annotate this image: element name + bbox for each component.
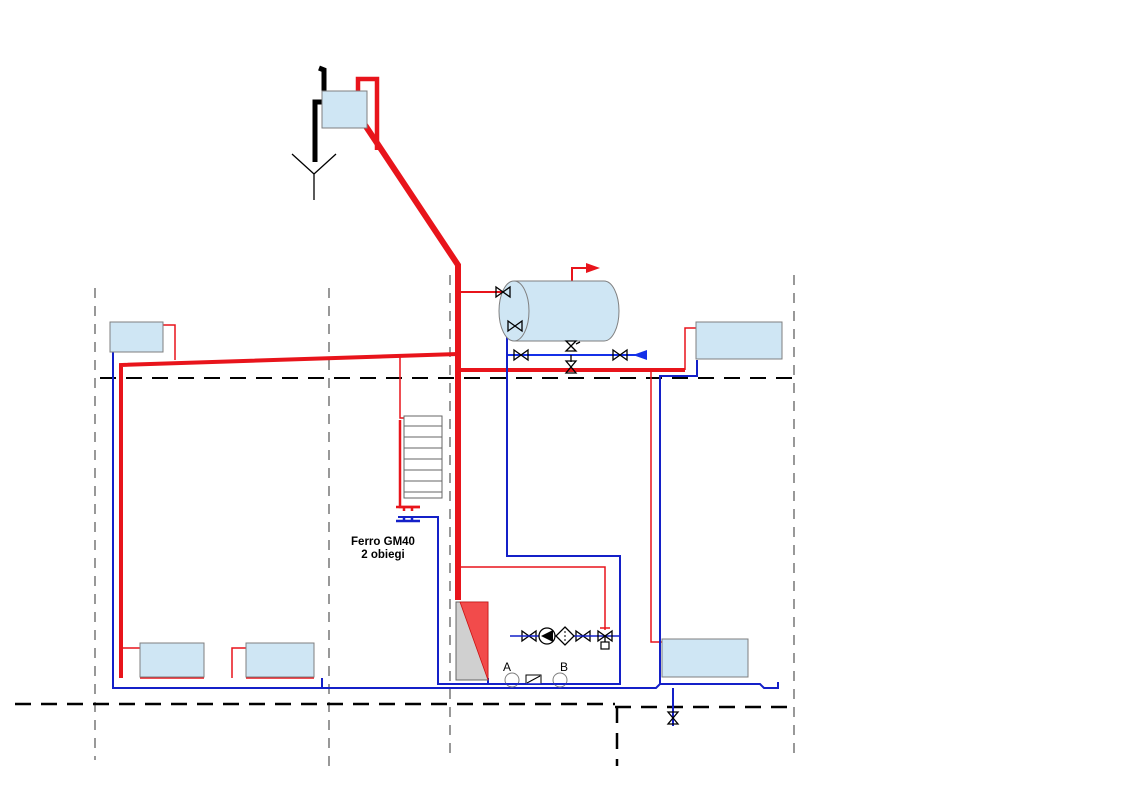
radiator-bottom-mid-feed	[231, 647, 246, 678]
radiator-bottom-middle	[245, 642, 315, 678]
gate-valve-icon	[575, 629, 591, 643]
radiator-top-left-feed	[163, 324, 176, 360]
hot-water-outlet	[571, 267, 588, 282]
radiator-top-left	[109, 321, 164, 353]
gate-valve-icon	[564, 360, 578, 374]
expansion-tank	[321, 90, 368, 129]
towel-rail-feed	[399, 356, 404, 419]
upper-floor-distribution	[119, 352, 459, 678]
supply-pipes	[119, 76, 696, 679]
three-way-valve-icon	[597, 629, 613, 643]
roof-equipment	[291, 65, 337, 200]
boiler-flame	[459, 601, 489, 681]
gate-valve-icon	[513, 348, 529, 362]
expansion-vent-pipe	[355, 76, 380, 150]
mixing-valve-feed	[458, 566, 606, 630]
radiator-bottom-right-feed	[650, 370, 662, 643]
towel-rail-radiator	[396, 415, 443, 523]
radiator-bottom-left	[139, 642, 205, 678]
boiler-name-label: Ferro GM40	[351, 536, 415, 548]
hot-water-cylinder	[498, 280, 620, 342]
towel-rail-return	[398, 320, 621, 685]
cold-water-arrow	[633, 350, 647, 360]
radiator-bottom-right	[661, 638, 749, 678]
radiator-top-right	[695, 321, 783, 360]
building-guides	[15, 275, 798, 766]
return-sensors	[504, 672, 568, 688]
return-pipes	[112, 320, 779, 726]
radiators	[109, 90, 783, 678]
return-pipe-right-radiator	[659, 360, 698, 684]
main-riser-pipe	[362, 123, 461, 600]
boiler	[455, 601, 489, 681]
hot-water-arrow	[586, 263, 600, 273]
sensor-b	[552, 672, 568, 688]
boiler-circuits-label: 2 obiegi	[361, 549, 404, 561]
main-return-pipe	[112, 338, 779, 689]
point-a-label: A	[503, 660, 511, 674]
sensor-a	[504, 672, 520, 688]
gate-valve-icon	[612, 348, 628, 362]
gate-valve-icon	[564, 340, 578, 352]
gate-valve-icon	[507, 319, 523, 333]
point-b-label: B	[560, 660, 568, 674]
antenna-icon	[291, 153, 337, 200]
valves	[495, 285, 680, 725]
pump-group	[510, 626, 620, 650]
gate-valve-icon	[495, 285, 511, 299]
radiator-top-right-feed	[684, 327, 696, 370]
gate-valve-icon	[521, 629, 537, 643]
gate-valve-icon	[666, 711, 680, 725]
